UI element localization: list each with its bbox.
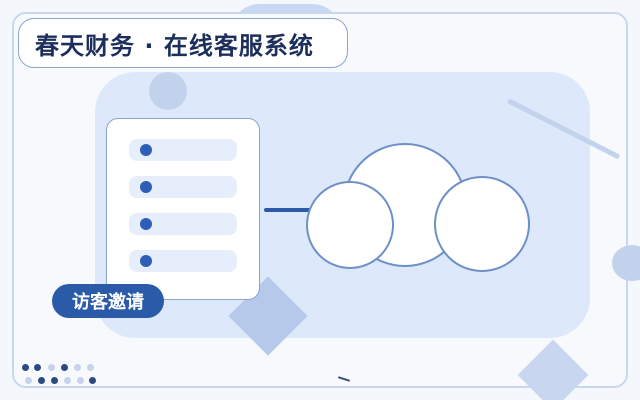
list-bullet [140,255,152,267]
list-item [129,176,237,198]
cloud-left-circle [306,181,394,269]
list-bullet [140,181,152,193]
page-title-text: 春天财务 · 在线客服系统 [35,31,314,60]
list-icon [106,118,260,300]
cloud-right-circle [434,176,530,272]
list-item [129,213,237,235]
decorative-circle [149,72,187,110]
page-title: 春天财务 · 在线客服系统 [18,18,348,68]
list-bullet [140,218,152,230]
list-bullet [140,144,152,156]
list-item [129,250,237,272]
decorative-circle-right [612,245,640,281]
connector-line [264,208,332,212]
visitor-invite-button[interactable]: 访客邀请 [52,284,164,318]
visitor-invite-label: 访客邀请 [72,292,144,313]
list-item [129,139,237,161]
